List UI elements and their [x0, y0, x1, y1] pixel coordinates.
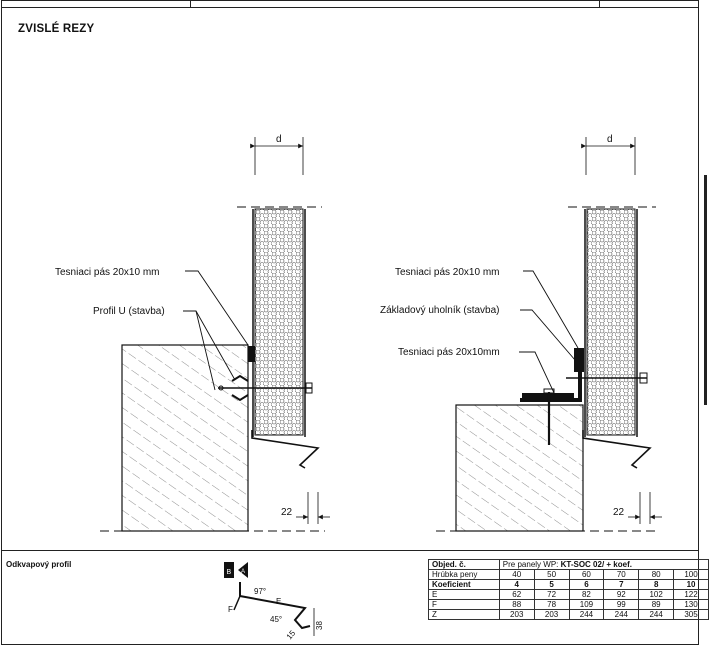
header-panels-code: KT-SOC 02/ + koef.: [560, 560, 632, 569]
cell: 244: [638, 609, 675, 620]
table-header-row: Objed. č. Pre panely WP: KT-SOC 02/ + ko…: [428, 559, 709, 570]
cell: 7: [603, 579, 640, 590]
header-panels-prefix: Pre panely WP:: [502, 560, 559, 569]
row-label: Koeficient: [428, 579, 500, 590]
cell: 50: [533, 569, 570, 580]
header-panels: Pre panely WP: KT-SOC 02/ + koef.: [498, 559, 709, 570]
coefficient-table: Objed. č. Pre panely WP: KT-SOC 02/ + ko…: [428, 559, 709, 620]
cell: 305: [673, 609, 709, 620]
cell: 99: [603, 599, 640, 610]
cell: 122: [673, 589, 709, 600]
cell: 89: [638, 599, 675, 610]
cell: 203: [533, 609, 570, 620]
right-label-seal-bottom: Tesniaci pás 20x10mm: [398, 347, 500, 358]
marker-b: B: [227, 569, 232, 576]
label-f: F: [228, 605, 233, 614]
table-row: Koeficient 4 5 6 7 8 10: [428, 579, 709, 590]
left-label-profile: Profil U (stavba): [93, 306, 165, 317]
cell: 80: [638, 569, 675, 580]
table-row: Hrúbka peny 40 50 60 70 80 100: [428, 569, 709, 580]
drip-profile-sketch: B A F E 97° 45° 15 38: [224, 562, 324, 641]
edge-mark: [704, 175, 707, 405]
cell: 82: [568, 589, 605, 600]
cell: 102: [638, 589, 675, 600]
cell: 88: [498, 599, 535, 610]
cell: 244: [603, 609, 640, 620]
left-section: d 22 Tesniaci pás 20x10 mm Profil U (sta…: [55, 134, 330, 532]
row-label: F: [428, 599, 500, 610]
cell: 10: [673, 579, 709, 590]
right-gap-22: 22: [613, 507, 625, 518]
drawing-frame: [1, 0, 699, 645]
cell: 244: [568, 609, 605, 620]
title-block-strip: [1, 0, 699, 8]
cell: 62: [498, 589, 535, 600]
cell: 78: [533, 599, 570, 610]
cell: 40: [498, 569, 535, 580]
cell: 203: [498, 609, 535, 620]
angle-45: 45°: [270, 615, 282, 624]
cell: 100: [673, 569, 709, 580]
section-divider: [1, 550, 699, 551]
dim-15: 15: [285, 628, 298, 641]
left-label-seal: Tesniaci pás 20x10 mm: [55, 267, 160, 278]
label-e: E: [276, 597, 281, 606]
cell: 8: [638, 579, 675, 590]
cell: 70: [603, 569, 640, 580]
table-row: E 62 72 82 92 102 122: [428, 589, 709, 600]
cell: 72: [533, 589, 570, 600]
row-label: E: [428, 589, 500, 600]
cell: 6: [568, 579, 605, 590]
cell: 4: [498, 579, 535, 590]
right-section: d 22 Tesniaci pás 20x10 mm Základový uho…: [380, 134, 662, 532]
vertical-sections-drawing: d 22 Tesniaci pás 20x10 mm Profil U (sta…: [55, 134, 662, 532]
left-dim-d: d: [276, 134, 282, 145]
row-label: Z: [428, 609, 500, 620]
right-dim-d: d: [607, 134, 613, 145]
cell: 109: [568, 599, 605, 610]
right-label-angle: Základový uholník (stavba): [380, 305, 500, 316]
cell: 5: [533, 579, 570, 590]
drip-profile-title: Odkvapový profil: [6, 560, 72, 569]
page-title: ZVISLÉ REZY: [18, 23, 95, 35]
cell: 130: [673, 599, 709, 610]
dim-38: 38: [315, 621, 324, 630]
left-gap-22: 22: [281, 507, 293, 518]
header-order-no: Objed. č.: [428, 559, 500, 570]
cell: 60: [568, 569, 605, 580]
right-label-seal-top: Tesniaci pás 20x10 mm: [395, 267, 500, 278]
cell: 92: [603, 589, 640, 600]
table-row: F 88 78 109 99 89 130: [428, 599, 709, 610]
marker-a: A: [241, 569, 245, 575]
angle-97: 97°: [254, 587, 266, 596]
table-row: Z 203 203 244 244 244 305: [428, 609, 709, 620]
row-label: Hrúbka peny: [428, 569, 500, 580]
